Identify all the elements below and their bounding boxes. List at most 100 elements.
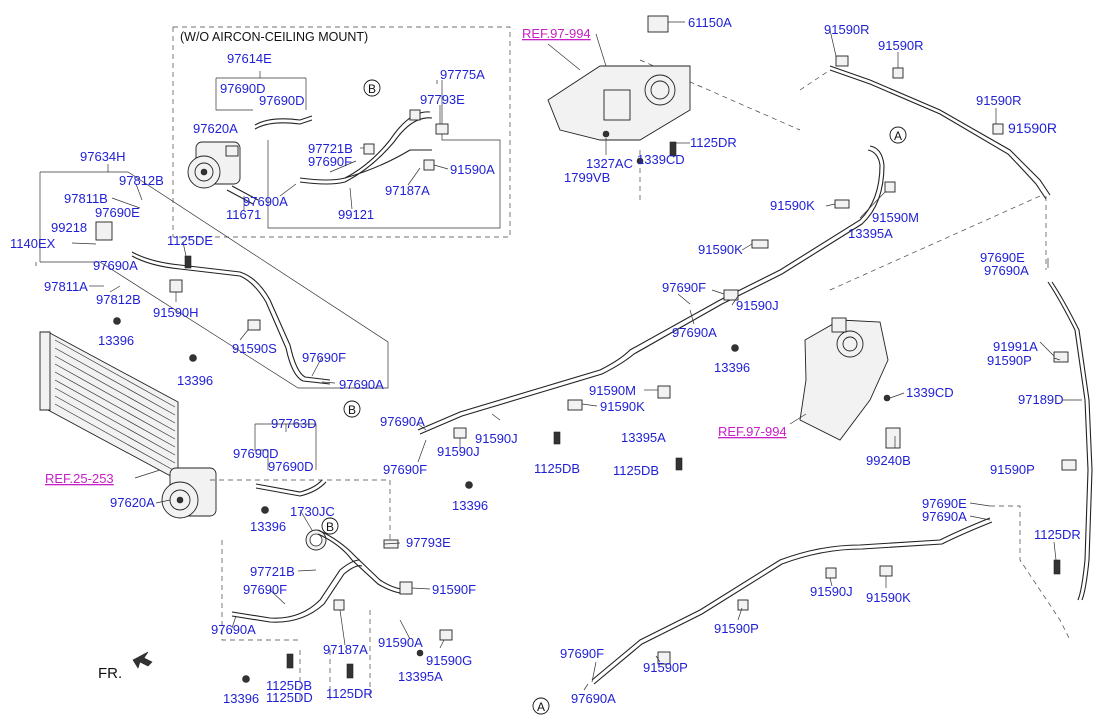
part-label: 97690F	[243, 582, 287, 597]
svg-text:B: B	[348, 403, 356, 417]
leader-lines	[35, 21, 1082, 691]
part-label: 97690A	[922, 509, 967, 524]
part-label: 97690E	[95, 205, 140, 220]
part-label: 97812B	[119, 173, 164, 188]
part-label: 91991A	[993, 339, 1038, 354]
part-label: 1125DR	[326, 686, 373, 701]
part-label: 91590K	[770, 198, 815, 213]
svg-text:B: B	[326, 520, 334, 534]
hvac-unit-top	[547, 15, 691, 141]
front-arrow-icon	[132, 651, 153, 669]
part-label: 91590K	[698, 242, 743, 257]
bracket-line	[215, 78, 253, 111]
bracket-line	[254, 424, 269, 470]
part-label: 97187A	[385, 183, 430, 198]
part-label: 97690A	[339, 377, 384, 392]
part-label: 97690F	[662, 280, 706, 295]
part-label: 97721B	[250, 564, 295, 579]
part-label: 97690A	[380, 414, 425, 429]
part-label: 97690A	[984, 263, 1029, 278]
part-label: 97690F	[560, 646, 604, 661]
part-label: 97690A	[211, 622, 256, 637]
part-label: 99121	[338, 207, 374, 222]
svg-text:B: B	[368, 82, 376, 96]
part-label: 91590R	[824, 22, 870, 37]
part-label: 97690F	[302, 350, 346, 365]
part-label: 91590J	[437, 444, 480, 459]
part-label: 97634H	[80, 149, 126, 164]
part-label: 97614E	[227, 51, 272, 66]
part-label: 91590H	[153, 305, 199, 320]
hvac-unit-bottom	[799, 317, 901, 449]
part-label: 91590K	[600, 399, 645, 414]
part-label: 1125DR	[690, 135, 737, 150]
part-label: 97690A	[243, 194, 288, 209]
bracket-line	[255, 423, 317, 470]
part-label: 91590P	[990, 462, 1035, 477]
part-label: 1125DD	[266, 690, 313, 705]
part-label: 97775A	[440, 67, 485, 82]
part-label: 97690F	[308, 154, 352, 169]
part-label: 97690E	[922, 496, 967, 511]
part-label: 1125DE	[167, 233, 213, 248]
part-label: 97811B	[64, 191, 108, 206]
part-label: 97811A	[44, 279, 88, 294]
part-label: 91590A	[450, 162, 495, 177]
part-label: 13396	[714, 360, 750, 375]
ref-hvac-bottom[interactable]: REF.97-994	[718, 424, 787, 439]
part-label: 1125DB	[534, 461, 580, 476]
part-label: 91590P	[714, 621, 759, 636]
part-label: 97189D	[1018, 392, 1064, 407]
compressor-top	[187, 141, 241, 189]
part-label: 91590G	[426, 653, 472, 668]
condenser	[39, 331, 179, 481]
part-label: 13396	[223, 691, 259, 706]
part-label: 97793E	[406, 535, 451, 550]
part-label: 91590F	[432, 582, 476, 597]
part-label: 1125DR	[1034, 527, 1081, 542]
compressor-bottom	[161, 467, 217, 519]
part-label: 97793E	[420, 92, 465, 107]
part-label: 97690A	[571, 691, 616, 706]
part-label: 13395A	[621, 430, 666, 445]
part-label: 1799VB	[564, 170, 610, 185]
part-label: 97690D	[259, 93, 305, 108]
part-label: 91590J	[810, 584, 853, 599]
part-label: 11671	[226, 207, 261, 222]
part-label: 1730JC	[290, 504, 335, 519]
ref-hvac-top[interactable]: REF.97-994	[522, 26, 591, 41]
part-label: 91590K	[866, 590, 911, 605]
part-label: 97690D	[233, 446, 279, 461]
part-label: 97620A	[193, 121, 238, 136]
aircon-box	[172, 26, 511, 238]
box-title: (W/O AIRCON-CEILING MOUNT)	[180, 30, 368, 44]
part-label: 13396	[177, 373, 213, 388]
part-label: 97690A	[93, 258, 138, 273]
part-label: 1339CD	[637, 152, 685, 167]
part-label: 97690E	[980, 250, 1025, 265]
part-label: 13395A	[848, 226, 893, 241]
part-label: 91590A	[378, 635, 423, 650]
ref-condenser[interactable]: REF.25-253	[45, 471, 114, 486]
part-labels: 97614E 97690D 97690D 97620A 97775A 97793…	[10, 15, 1081, 706]
direction-label: FR.	[98, 665, 122, 682]
part-label: 1125DB	[613, 463, 659, 478]
part-label: 91590P	[643, 660, 688, 675]
part-label: 91590R	[878, 38, 924, 53]
part-label: 97690F	[383, 462, 427, 477]
part-label: 97812B	[96, 292, 141, 307]
part-label: 97690D	[268, 459, 314, 474]
part-label: 13396	[98, 333, 134, 348]
part-label: 91590S	[232, 341, 277, 356]
part-label: 91590M	[589, 383, 636, 398]
part-label: 91590J	[475, 431, 518, 446]
part-label: 97620A	[110, 495, 155, 510]
part-label: 97763D	[271, 416, 317, 431]
fasteners	[113, 130, 1061, 683]
part-label: 99240B	[866, 453, 911, 468]
part-label: 13396	[452, 498, 488, 513]
part-label: 97721B	[308, 141, 353, 156]
part-label: 61150A	[688, 15, 732, 30]
part-label: 13396	[250, 519, 286, 534]
